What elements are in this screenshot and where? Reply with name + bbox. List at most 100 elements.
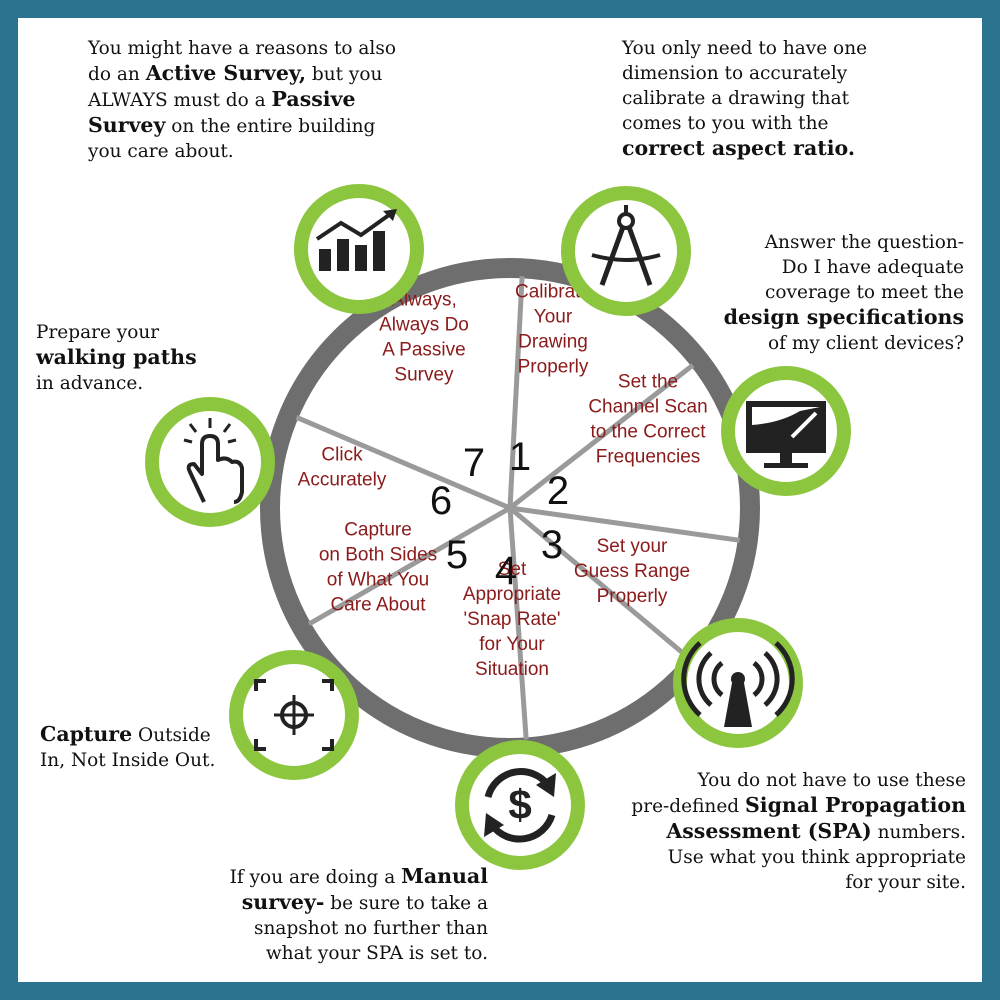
icon-badges: $: [145, 184, 851, 870]
segment-label-line: of What You: [327, 570, 429, 591]
note-bold-text: Capture: [40, 722, 133, 746]
note-text: Do I have adequate: [781, 257, 964, 278]
segment-number-2: 2: [547, 469, 569, 513]
note-line: Use what you think appropriate: [608, 845, 966, 870]
note-bold-text: survey-: [241, 890, 325, 914]
note-text: In, Not Inside Out.: [40, 750, 216, 771]
note-calibrate-drawing: You only need to have one dimension to ac…: [622, 36, 922, 162]
note-line: snapshot no further than: [218, 916, 488, 941]
wheel-divider: [508, 506, 690, 660]
note-line: comes to you with the: [622, 111, 922, 136]
note-bold-text: Manual: [401, 864, 488, 888]
note-line: Prepare your: [36, 320, 236, 345]
dollar-cycle-icon: $: [455, 740, 585, 870]
segment-label-line: Survey: [394, 365, 454, 386]
wheel-dividers: [295, 276, 741, 740]
note-text: Answer the question-: [764, 232, 964, 253]
wheel-divider: [307, 505, 512, 627]
note-line: dimension to accurately: [622, 61, 922, 86]
monitor-pen-design-icon: [721, 366, 851, 496]
note-line: Survey on the entire building: [88, 113, 428, 139]
segment-label-line: Set: [498, 559, 527, 580]
segment-number-6: 6: [430, 479, 452, 523]
note-text: You might have a reasons to also: [88, 38, 396, 59]
segment-label-line: Properly: [597, 586, 668, 607]
note-line: You might have a reasons to also: [88, 36, 428, 61]
wheel-divider: [508, 363, 695, 510]
drafting-compass-icon: [561, 186, 691, 316]
note-line: for your site.: [608, 870, 966, 895]
note-line: ALWAYS must do a Passive: [88, 87, 428, 113]
note-text: pre-defined: [631, 796, 745, 817]
note-text: you care about.: [88, 141, 234, 162]
tap-hand-icon: [145, 397, 275, 527]
segment-label-line: Your: [534, 307, 573, 328]
note-text: calibrate a drawing that: [622, 88, 850, 109]
segment-number-5: 5: [446, 533, 468, 577]
note-bold-text: Survey: [88, 113, 166, 137]
note-line: You do not have to use these: [608, 768, 966, 793]
segment-label-line: for Your: [479, 634, 545, 655]
segment-label-line: Capture: [344, 520, 412, 541]
wheel-divider: [509, 505, 741, 543]
note-text: You do not have to use these: [697, 770, 966, 791]
note-line: correct aspect ratio.: [622, 136, 922, 162]
note-text: snapshot no further than: [254, 918, 488, 939]
note-text: You only need to have one: [622, 38, 868, 59]
segment-label-line: on Both Sides: [319, 545, 437, 566]
segment-number-7: 7: [463, 441, 485, 485]
segment-label-line: 'Snap Rate': [463, 609, 560, 630]
note-line: calibrate a drawing that: [622, 86, 922, 111]
segment-label-line: Set the: [618, 372, 678, 393]
svg-text:$: $: [508, 781, 531, 828]
bar-chart-trend-icon: [294, 184, 424, 314]
wheel-divider: [507, 276, 525, 509]
wheel-divider: [295, 415, 511, 511]
note-text: do an: [88, 64, 146, 85]
note-line: survey- be sure to take a: [218, 890, 488, 916]
segment-label-line: Appropriate: [463, 584, 561, 605]
note-bold-text: design specifications: [723, 305, 964, 329]
note-line: do an Active Survey, but you: [88, 61, 428, 87]
note-line: pre-defined Signal Propagation: [608, 793, 966, 819]
segment-number-3: 3: [541, 523, 563, 567]
note-line: you care about.: [88, 139, 428, 164]
segment-label-line: Always,: [391, 290, 456, 311]
note-text: but you: [305, 64, 383, 85]
note-line: what your SPA is set to.: [218, 941, 488, 966]
segment-label-line: A Passive: [382, 340, 465, 361]
note-text: Outside: [132, 725, 211, 746]
note-bold-text: walking paths: [36, 345, 197, 369]
segment-label-line: Always Do: [379, 315, 469, 336]
segment-label-line: Click: [321, 445, 363, 466]
segment-label-line: Set your: [597, 536, 668, 557]
note-bold-text: Signal Propagation: [745, 793, 966, 817]
note-line: Do I have adequate: [688, 255, 964, 280]
note-design-specifications: Answer the question- Do I have adequate co…: [688, 230, 964, 356]
wireless-signal-tower-icon: [673, 618, 803, 748]
segment-label-line: Guess Range: [574, 561, 690, 582]
note-text: coverage to meet the: [765, 282, 964, 303]
note-text: Prepare your: [36, 322, 160, 343]
segment-label-line: Properly: [518, 357, 589, 378]
note-text: for your site.: [845, 872, 966, 893]
note-text: dimension to accurately: [622, 63, 848, 84]
note-text: in advance.: [36, 373, 144, 394]
note-bold-text: correct aspect ratio.: [622, 136, 855, 160]
segment-number-4: 4: [495, 549, 517, 593]
segment-label-line: Accurately: [298, 470, 387, 491]
segment-label-line: Frequencies: [596, 447, 701, 468]
note-line: coverage to meet the: [688, 280, 964, 305]
note-bold-text: Assessment (SPA): [666, 819, 872, 843]
